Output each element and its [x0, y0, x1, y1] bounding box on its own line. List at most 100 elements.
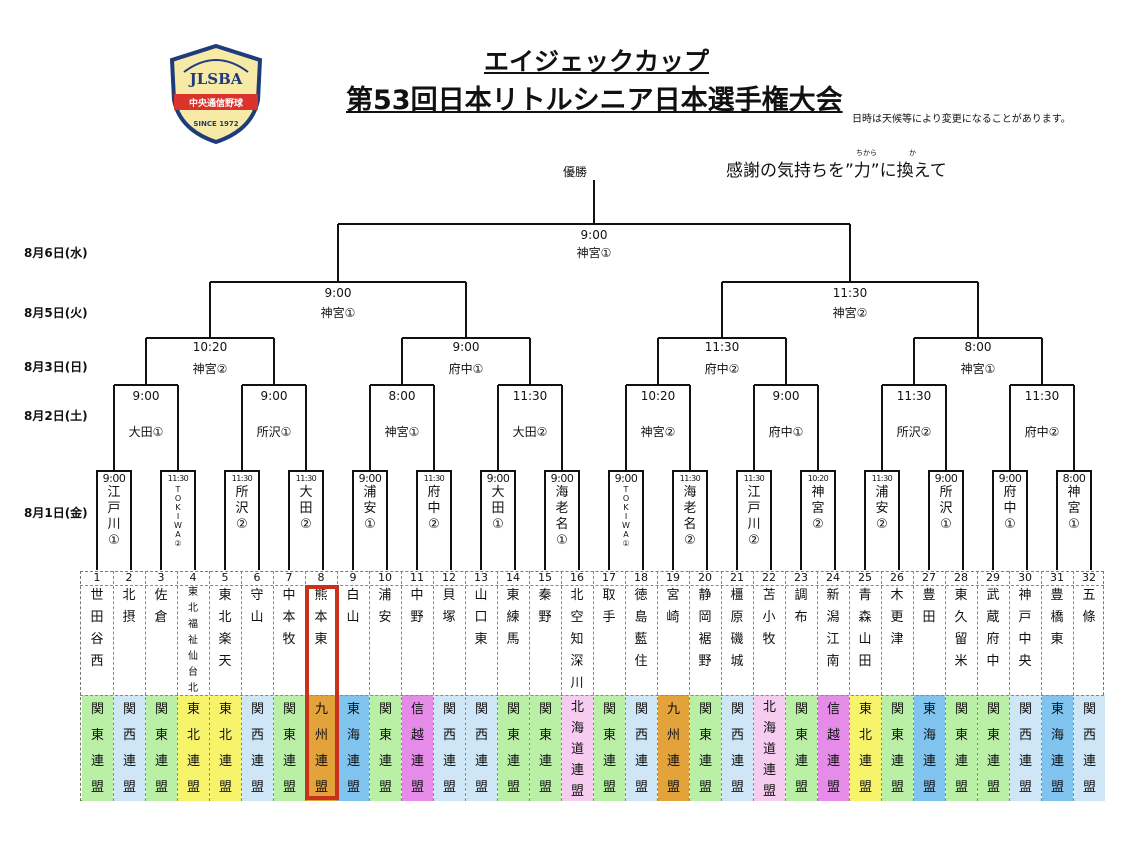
- column-divider: [945, 571, 946, 801]
- seed-number: 7: [285, 571, 293, 584]
- date-label-final: 8月6日(水): [24, 246, 88, 260]
- seed-number: 11: [410, 571, 424, 584]
- team-name: 静岡裾野: [698, 588, 712, 669]
- logo-band: 中央通信野球: [189, 97, 244, 109]
- quarter-time-4: 8:00: [964, 340, 992, 354]
- team-name: 熊本東: [314, 588, 328, 647]
- team-name: 豊橋東: [1050, 588, 1064, 647]
- semi-time-2: 11:30: [832, 286, 868, 300]
- team-name: 木更津: [890, 588, 904, 647]
- slogan: 感謝の気持ちを”力”に換えて ちから か: [726, 149, 947, 181]
- highlight-box-kumamoto-higashi: [305, 585, 339, 800]
- seed-number: 27: [922, 571, 936, 584]
- quarter-venue-3: 府中②: [704, 362, 740, 376]
- team-name: 白山: [346, 588, 360, 625]
- round1-time: 9:00: [358, 472, 382, 485]
- quarter-venue-2: 府中①: [448, 362, 484, 376]
- round1-time: 9:00: [934, 472, 958, 485]
- round16-venue-6: 府中①: [768, 425, 804, 439]
- team-name: 浦安: [378, 588, 392, 625]
- league-label: 関西連盟: [434, 695, 465, 801]
- round1-time: 11:30: [231, 474, 253, 483]
- column-divider: [209, 571, 210, 801]
- column-divider: [561, 571, 562, 801]
- column-divider: [369, 571, 370, 801]
- column-divider: [241, 571, 242, 801]
- seed-number: 32: [1082, 571, 1096, 584]
- league-label: 九州連盟: [306, 695, 337, 801]
- semi-venue-2: 神宮②: [832, 306, 868, 320]
- round16-time-5: 10:20: [640, 389, 676, 403]
- semi-time-1: 9:00: [324, 286, 352, 300]
- team-name: 佐倉: [154, 588, 168, 625]
- page-title: 第53回日本リトルシニア日本選手権大会: [346, 85, 843, 116]
- league-label: 関東連盟: [274, 695, 305, 801]
- round1-time: 9:00: [614, 472, 638, 485]
- team-name: 東北福祉仙台北: [188, 587, 198, 694]
- final-venue: 神宮①: [576, 246, 612, 260]
- league-label: 関西連盟: [114, 695, 145, 801]
- team-name: 東北楽天: [218, 588, 232, 669]
- round16-time-8: 11:30: [1024, 389, 1060, 403]
- seed-number: 8: [317, 571, 325, 584]
- round1-time: 10:20: [807, 474, 829, 483]
- column-divider: [977, 571, 978, 801]
- league-label: 関東連盟: [786, 695, 817, 801]
- row-divider: [80, 695, 1104, 696]
- round16-venue-4: 大田②: [512, 425, 548, 439]
- column-divider: [177, 571, 178, 801]
- round1-time: 11:30: [295, 474, 317, 483]
- team-name: 貝塚: [442, 588, 456, 625]
- seed-number: 1: [93, 571, 101, 584]
- team-name: 武蔵府中: [986, 588, 1000, 669]
- column-divider: [273, 571, 274, 801]
- final-time: 9:00: [580, 228, 608, 242]
- quarter-venue-4: 神宮①: [960, 362, 996, 376]
- seed-number: 23: [794, 571, 808, 584]
- round16-venue-3: 神宮①: [384, 425, 420, 439]
- row-divider: [80, 585, 1104, 586]
- seed-number: 22: [762, 571, 776, 584]
- league-label: 関西連盟: [626, 695, 657, 801]
- column-divider: [465, 571, 466, 801]
- team-name: 世田谷西: [90, 588, 104, 669]
- team-name: 五條: [1082, 588, 1096, 625]
- column-divider: [689, 571, 690, 801]
- league-label: 関西連盟: [466, 695, 497, 801]
- round16-time-1: 9:00: [132, 389, 160, 403]
- seed-number: 29: [986, 571, 1000, 584]
- league-label: 信越連盟: [818, 695, 849, 801]
- team-name: 中野: [410, 588, 424, 625]
- round1-time: 11:30: [871, 474, 893, 483]
- round16-time-7: 11:30: [896, 389, 932, 403]
- column-divider: [433, 571, 434, 801]
- team-name: 北空知深川: [570, 588, 584, 691]
- seed-number: 19: [666, 571, 680, 584]
- date-label-round16: 8月2日(土): [24, 409, 88, 423]
- league-label: 東海連盟: [1042, 695, 1073, 801]
- seed-number: 10: [378, 571, 392, 584]
- slogan-ruby-chikara: ちから: [856, 149, 877, 157]
- team-name: 徳島藍住: [634, 588, 648, 669]
- logo-letters: JLSBA: [188, 70, 243, 88]
- quarter-venue-1: 神宮②: [192, 362, 228, 376]
- seed-number: 12: [442, 571, 456, 584]
- page-title-sponsor: エイジェックカップ: [484, 47, 710, 76]
- seed-number: 25: [858, 571, 872, 584]
- date-label-round1: 8月1日(金): [24, 506, 88, 520]
- seed-number: 6: [253, 571, 261, 584]
- team-name: 中本牧: [282, 588, 296, 647]
